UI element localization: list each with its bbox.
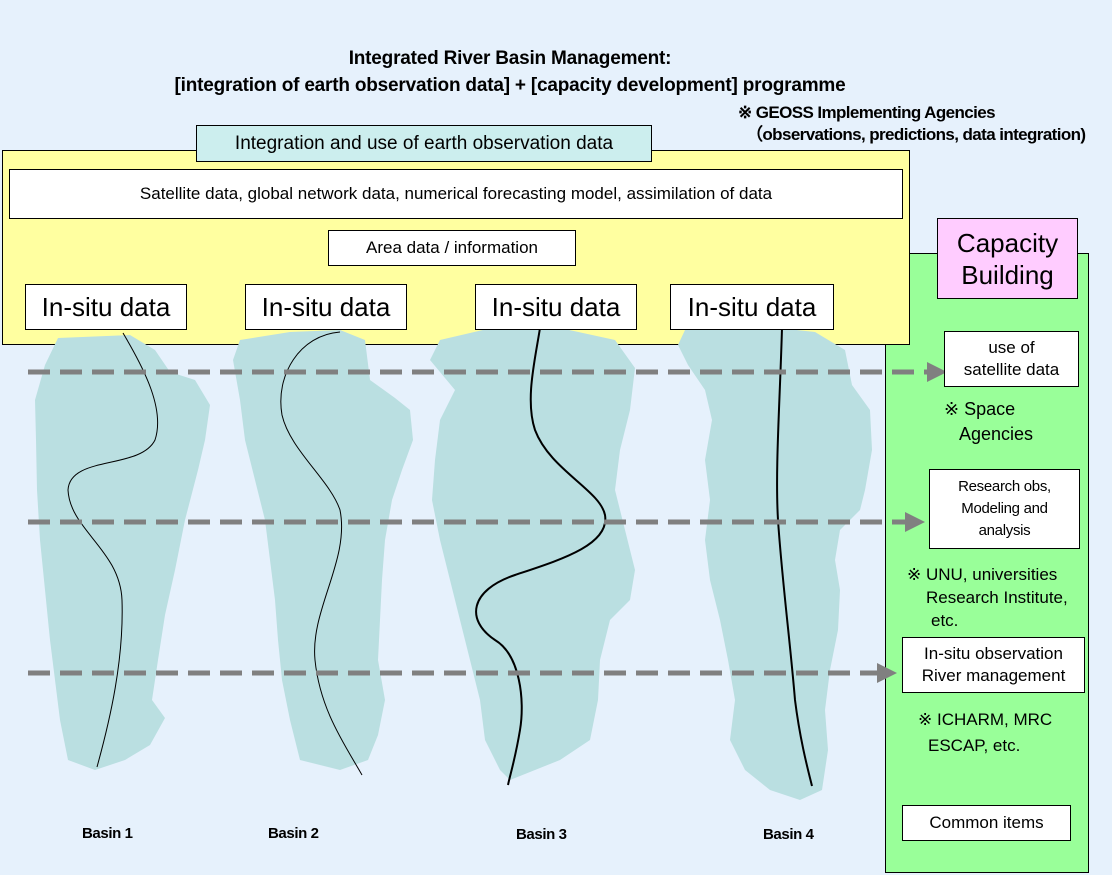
basin-3-shape bbox=[430, 326, 635, 780]
basin-1-shape bbox=[35, 335, 210, 770]
capacity-note-1-line-1: ※ Space bbox=[944, 399, 1016, 419]
basin-label-3: Basin 3 bbox=[516, 826, 567, 843]
basin-3-river bbox=[475, 327, 607, 786]
capacity-item-3-line-1: In-situ observation bbox=[924, 644, 1063, 663]
capacity-item-research: Research obs, Modeling and analysis bbox=[929, 469, 1080, 549]
capacity-item-satellite: use of satellite data bbox=[944, 331, 1079, 387]
capacity-item-2-line-3: analysis bbox=[978, 522, 1031, 539]
capacity-item-2-line-1: Research obs, bbox=[958, 478, 1051, 495]
diagram-title: Integrated River Basin Management: [inte… bbox=[0, 45, 1020, 99]
satellite-data-box: Satellite data, global network data, num… bbox=[9, 169, 903, 219]
capacity-title-line-2: Building bbox=[961, 259, 1054, 290]
capacity-item-2-line-2: Modeling and bbox=[961, 500, 1048, 517]
basin-4-shape bbox=[678, 326, 872, 800]
capacity-note-1-line-2: Agencies bbox=[959, 424, 1034, 444]
capacity-note-2-line-1: ※ UNU, universities bbox=[907, 565, 1058, 584]
capacity-item-1-line-1: use of bbox=[988, 338, 1035, 357]
insitu-data-box-4: In-situ data bbox=[670, 284, 834, 330]
capacity-building-title: Capacity Building bbox=[937, 218, 1078, 299]
capacity-note-2-line-3: etc. bbox=[931, 611, 959, 630]
capacity-note-2-line-2: Research Institute, bbox=[926, 588, 1068, 607]
common-items-box: Common items bbox=[902, 805, 1071, 841]
insitu-data-box-1: In-situ data bbox=[25, 284, 187, 330]
basin-label-2: Basin 2 bbox=[268, 825, 319, 842]
title-line-1: Integrated River Basin Management: bbox=[348, 48, 672, 69]
basin-label-4: Basin 4 bbox=[763, 826, 814, 843]
basin-1-river bbox=[67, 332, 159, 768]
basin-4-river bbox=[776, 327, 813, 787]
integration-heading: Integration and use of earth observation… bbox=[196, 125, 652, 162]
capacity-note-icharm: ※ ICHARM, MRC ESCAP, etc. bbox=[918, 707, 1052, 759]
capacity-item-1-line-2: satellite data bbox=[963, 360, 1060, 379]
capacity-note-space-agencies: ※ Space Agencies bbox=[944, 397, 1033, 447]
capacity-note-3-line-1: ※ ICHARM, MRC bbox=[918, 710, 1053, 729]
insitu-data-box-3: In-situ data bbox=[475, 284, 637, 330]
capacity-note-3-line-2: ESCAP, etc. bbox=[928, 736, 1021, 755]
capacity-item-insitu: In-situ observation River management bbox=[902, 637, 1085, 693]
area-data-box: Area data / information bbox=[328, 230, 576, 266]
geoss-note: ※ GEOSS Implementing Agencies （observati… bbox=[738, 102, 1086, 146]
capacity-item-3-line-2: River management bbox=[921, 666, 1066, 685]
basin-label-1: Basin 1 bbox=[82, 825, 133, 842]
capacity-note-universities: ※ UNU, universities Research Institute, … bbox=[907, 563, 1068, 632]
title-line-2: [integration of earth observation data] … bbox=[174, 75, 846, 96]
basin-2-river bbox=[280, 331, 363, 776]
basin-2-shape bbox=[233, 330, 413, 770]
geoss-note-line-2: （observations, predictions, data integra… bbox=[746, 125, 1086, 144]
geoss-note-line-1: ※ GEOSS Implementing Agencies bbox=[738, 103, 996, 122]
capacity-title-line-1: Capacity bbox=[956, 227, 1059, 258]
insitu-data-box-2: In-situ data bbox=[245, 284, 407, 330]
